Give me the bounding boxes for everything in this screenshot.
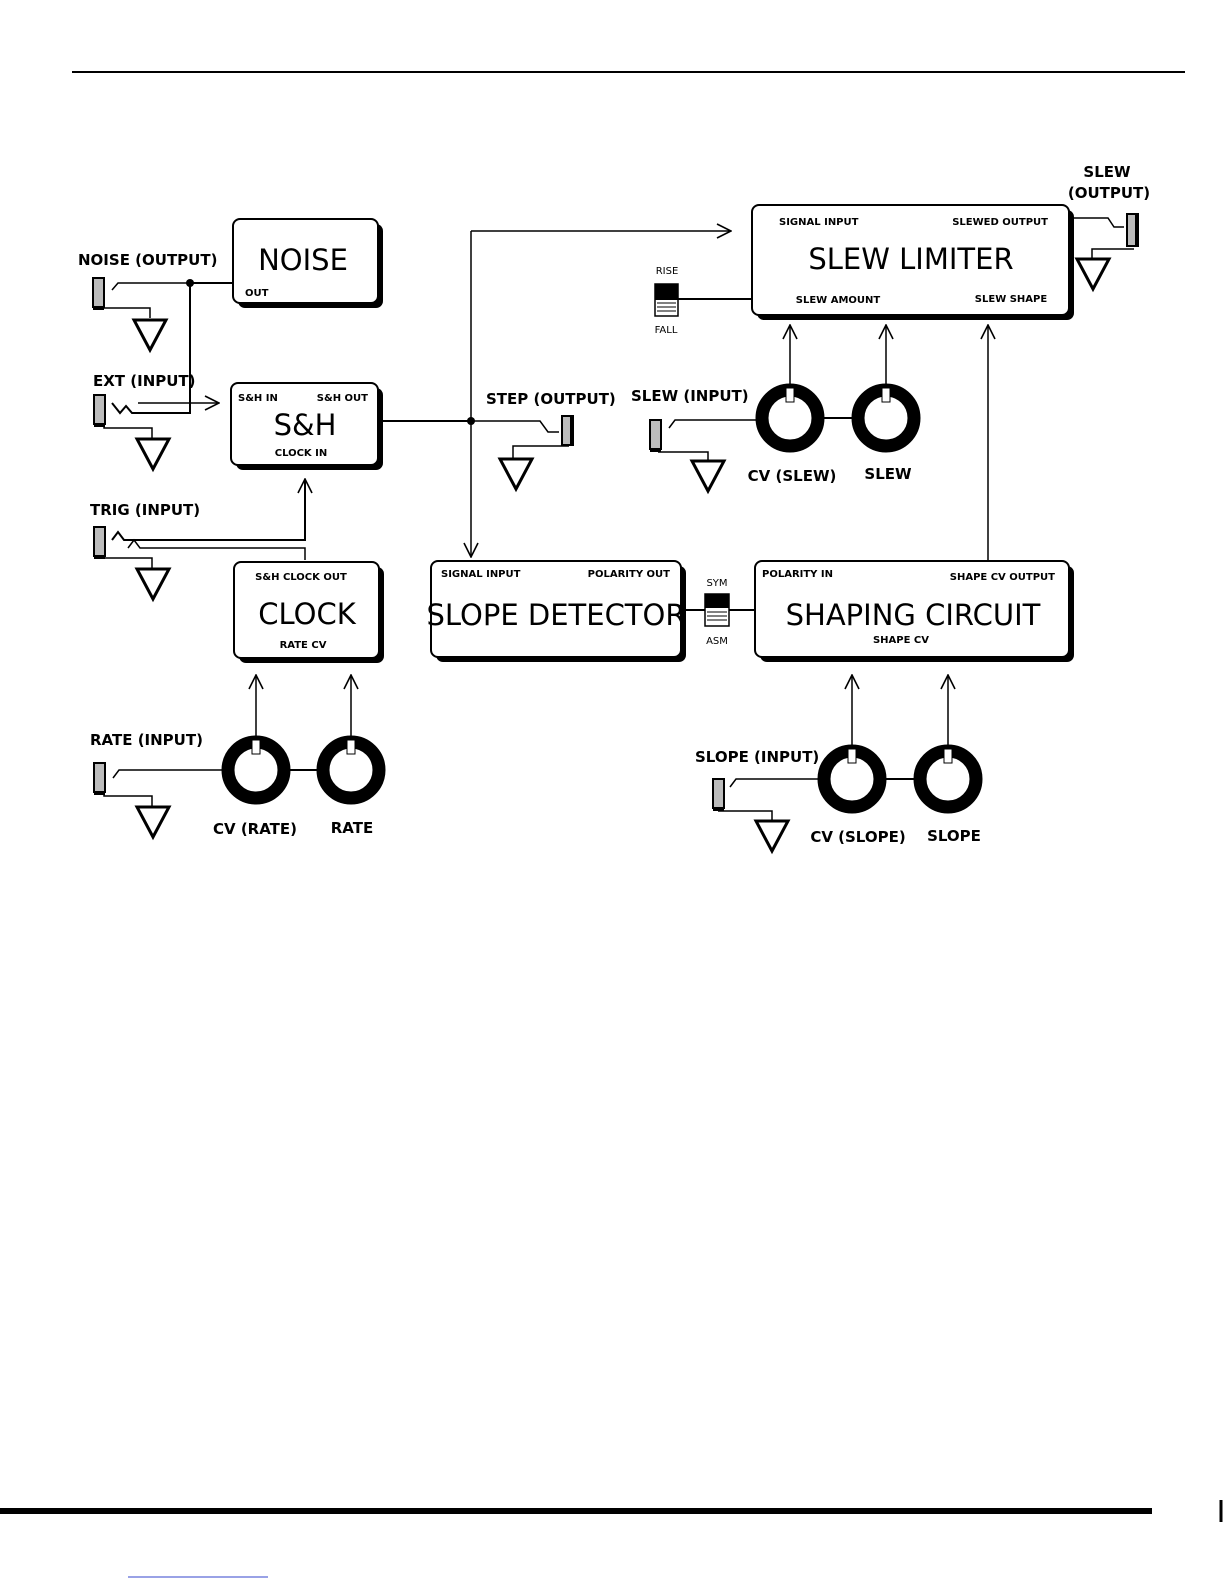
noise-title: NOISE	[258, 243, 348, 277]
wire-noise-to-sh	[111, 283, 191, 415]
sh-block: S&H IN S&H OUT S&H CLOCK IN	[230, 382, 383, 470]
junction-noise	[186, 279, 194, 287]
rise-fall-switch[interactable]	[654, 283, 679, 317]
fall-label: FALL	[655, 325, 678, 336]
slew-signal-input-port: SIGNAL INPUT	[779, 217, 859, 228]
rate-knob[interactable]	[316, 735, 386, 805]
wire-trig-to-clockin	[111, 480, 305, 541]
asm-label: ASM	[706, 636, 728, 647]
rate-label: RATE	[331, 819, 373, 837]
step-output-jack[interactable]	[498, 415, 574, 491]
wire-noise-jack	[111, 282, 190, 291]
step-output-label: STEP (OUTPUT)	[486, 390, 616, 408]
shaping-shapecv-port: SHAPE CV	[873, 635, 929, 646]
wire-slew-sleeve	[658, 451, 709, 460]
wire-slewout-sleeve	[1091, 248, 1134, 258]
rate-input-label: RATE (INPUT)	[90, 731, 203, 749]
slew-amount-port: SLEW AMOUNT	[796, 295, 881, 306]
slew-output-jack[interactable]	[1075, 213, 1139, 291]
shaping-polarity-in-port: POLARITY IN	[762, 569, 833, 580]
trig-input-jack[interactable]	[93, 526, 171, 601]
noise-out-port: OUT	[245, 288, 269, 299]
clock-block: S&H CLOCK OUT CLOCK RATE CV	[233, 561, 384, 663]
sym-asm-switch[interactable]	[704, 593, 730, 627]
trig-input-label: TRIG (INPUT)	[90, 501, 200, 519]
shaping-shapecv-output-port: SHAPE CV OUTPUT	[950, 572, 1055, 583]
clock-out-port: S&H CLOCK OUT	[255, 572, 347, 583]
slope-detector-block: SIGNAL INPUT POLARITY OUT SLOPE DETECTOR	[426, 560, 686, 662]
cv-rate-knob[interactable]	[221, 735, 291, 805]
sym-label: SYM	[706, 578, 727, 589]
clock-ratecv-port: RATE CV	[280, 640, 327, 651]
slope-polarity-out-port: POLARITY OUT	[588, 569, 671, 580]
ext-input-jack[interactable]	[93, 394, 171, 471]
wire-step-out	[471, 420, 559, 433]
sh-title: S&H	[274, 408, 337, 442]
cv-slope-label: CV (SLOPE)	[810, 828, 905, 846]
wire-slew-out	[1070, 217, 1124, 228]
slew-slewed-output-port: SLEWED OUTPUT	[952, 217, 1048, 228]
slope-label: SLOPE	[927, 827, 981, 845]
wire-trig-normal	[127, 538, 306, 560]
slew-input-jack[interactable]	[649, 419, 726, 493]
cv-slew-label: CV (SLEW)	[748, 467, 837, 485]
slew-input-label: SLEW (INPUT)	[631, 387, 749, 405]
noise-block: NOISE OUT	[232, 218, 383, 308]
wire-slew-input	[668, 419, 760, 429]
rise-label: RISE	[656, 266, 679, 277]
slope-input-label: SLOPE (INPUT)	[695, 748, 819, 766]
slew-limiter-block: SIGNAL INPUT SLEWED OUTPUT SLEW LIMITER …	[751, 204, 1074, 320]
slew-label: SLEW	[864, 465, 912, 483]
wire-ext-sleeve	[103, 418, 153, 438]
cv-slope-knob[interactable]	[817, 744, 887, 814]
shaping-circuit-block: POLARITY IN SHAPE CV OUTPUT SHAPING CIRC…	[754, 560, 1074, 662]
cv-slew-knob[interactable]	[755, 383, 825, 453]
wire-slope-input	[729, 778, 818, 788]
wire-trig-sleeve	[103, 553, 153, 568]
slew-output-label-line1: SLEW	[1083, 163, 1131, 181]
slope-knob[interactable]	[913, 744, 983, 814]
wire-slope-sleeve	[718, 810, 773, 820]
wire-rate-input	[112, 769, 222, 779]
clock-title: CLOCK	[258, 597, 356, 631]
noise-output-jack[interactable]	[92, 277, 168, 352]
slope-detector-title: SLOPE DETECTOR	[426, 598, 685, 632]
slope-signal-input-port: SIGNAL INPUT	[441, 569, 521, 580]
sh-out-port: S&H OUT	[317, 393, 368, 404]
slew-limiter-title: SLEW LIMITER	[808, 242, 1013, 276]
slew-shape-port: SLEW SHAPE	[975, 294, 1048, 305]
wire-noise-sleeve	[103, 303, 151, 318]
slope-input-jack[interactable]	[712, 778, 790, 853]
rate-input-jack[interactable]	[93, 762, 171, 839]
sh-in-port: S&H IN	[238, 393, 278, 404]
slew-output-label-line2: (OUTPUT)	[1068, 184, 1150, 202]
slew-knob[interactable]	[851, 383, 921, 453]
sh-clockin-port: CLOCK IN	[275, 448, 328, 459]
shaping-circuit-title: SHAPING CIRCUIT	[786, 598, 1041, 632]
junction-step	[467, 417, 475, 425]
wire-step-sleeve	[512, 445, 569, 458]
ext-input-label: EXT (INPUT)	[93, 372, 196, 390]
noise-output-label: NOISE (OUTPUT)	[78, 251, 217, 269]
cv-rate-label: CV (RATE)	[213, 820, 297, 838]
wire-rate-sleeve	[103, 790, 153, 806]
